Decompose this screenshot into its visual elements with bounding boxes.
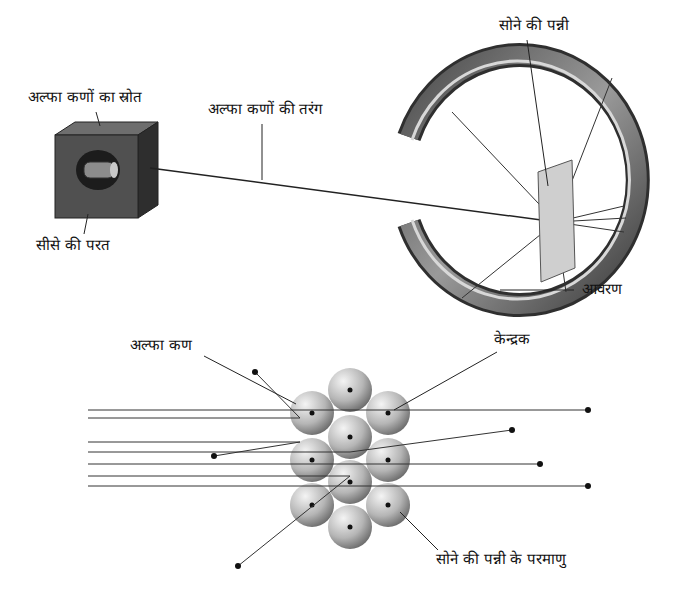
- alpha-tracks: [88, 476, 350, 566]
- leader-lines: [84, 40, 574, 290]
- leader-lines: [527, 40, 548, 186]
- alpha-tracks: [88, 486, 588, 487]
- gold-atoms: [366, 483, 410, 527]
- lead-block: [55, 135, 138, 218]
- nucleus-dots: [348, 525, 353, 530]
- leader-lines: [394, 352, 497, 410]
- alpha-tracks: [88, 372, 300, 418]
- detector-ring: [409, 55, 638, 305]
- nucleus-dots: [348, 480, 353, 485]
- gold-atoms: [290, 391, 334, 435]
- gold-atoms: [328, 505, 372, 549]
- nucleus-dots: [310, 458, 315, 463]
- leader-lines: [84, 214, 88, 234]
- scatter-lines: [452, 78, 626, 298]
- part-label: सीसे की परत: [34, 236, 112, 254]
- nucleus-dots: [386, 503, 391, 508]
- alpha-tracks: [88, 442, 300, 456]
- part-label: अल्फा कणों की तरंग: [206, 100, 324, 118]
- nucleus-dots: [348, 435, 353, 440]
- leader-lines: [400, 512, 438, 550]
- detector-ring: [409, 55, 638, 305]
- alpha-dots: [585, 407, 591, 413]
- lead-block: [76, 150, 120, 190]
- detector-ring: [412, 61, 629, 299]
- alpha-beam: [150, 168, 556, 222]
- alpha-beam: [150, 168, 556, 222]
- alpha-dots: [211, 369, 591, 569]
- alpha-tracks: [88, 464, 540, 465]
- leader-lines: [500, 290, 574, 291]
- lead-block: [55, 122, 158, 218]
- part-label: अल्फा कण: [128, 336, 194, 354]
- gold-atoms: [328, 368, 372, 412]
- alpha-tracks: [88, 410, 588, 411]
- part-label: अल्फा कणों का स्रोत: [26, 88, 144, 106]
- lead-block: [138, 122, 158, 218]
- detector-ring: [409, 55, 638, 305]
- part-label: सोने की पन्नी के परमाणु: [434, 550, 568, 568]
- leader-lines: [204, 356, 296, 404]
- alpha-dots: [211, 453, 217, 459]
- gold-foil: [538, 160, 575, 282]
- alpha-tracks: [88, 430, 512, 452]
- nucleus-dots: [386, 458, 391, 463]
- nucleus-dots: [310, 411, 315, 416]
- gold-atoms: [328, 460, 372, 504]
- gold-atoms: [290, 483, 334, 527]
- alpha-tracks: [88, 372, 588, 566]
- part-label: केन्द्रक: [492, 330, 532, 348]
- gold-foil: [538, 160, 575, 282]
- leader-lines: [204, 352, 497, 550]
- part-label: आवरण: [580, 280, 624, 298]
- lead-block: [110, 162, 118, 178]
- leader-lines: [96, 112, 100, 126]
- part-label: सोने की पन्नी: [497, 16, 571, 34]
- nucleus-dots: [310, 388, 391, 530]
- gold-atoms: [290, 368, 410, 549]
- nucleus-dots: [386, 411, 391, 416]
- alpha-dots: [252, 369, 258, 375]
- alpha-dots: [235, 563, 241, 569]
- alpha-dots: [537, 461, 543, 467]
- gold-atoms: [366, 391, 410, 435]
- alpha-dots: [509, 427, 515, 433]
- alpha-dots: [585, 483, 591, 489]
- leader-lines: [262, 124, 263, 180]
- lead-block: [84, 162, 114, 178]
- gold-atoms: [290, 438, 334, 482]
- nucleus-dots: [348, 388, 353, 393]
